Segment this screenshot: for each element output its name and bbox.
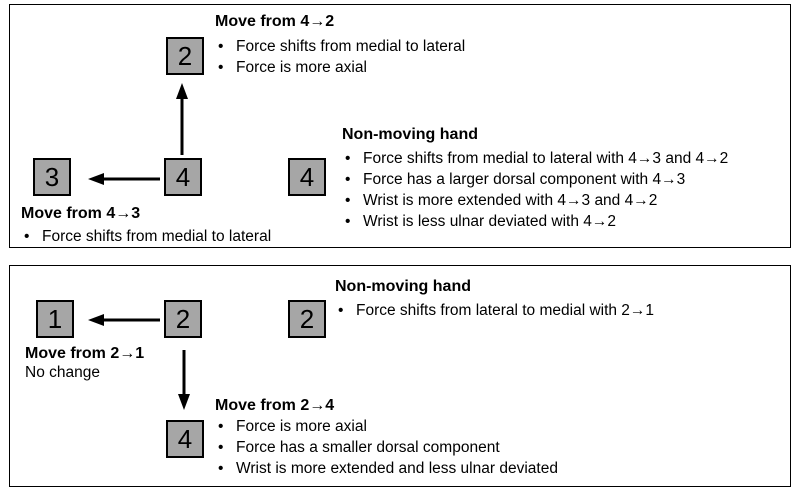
bottom-panel: 1 2 4 2 Non-moving hand Force shifts fro… xyxy=(9,265,791,487)
key-reference-4: 4 xyxy=(288,158,326,196)
list-item: Force shifts from medial to lateral xyxy=(21,226,271,247)
list-item: Wrist is less ulnar deviated with 4→2 xyxy=(342,211,728,232)
key-top-2: 2 xyxy=(166,37,204,75)
move-4-3-list: Force shifts from medial to lateral xyxy=(21,226,271,247)
non-moving-hand-heading: Non-moving hand xyxy=(335,278,471,295)
key-center-2: 2 xyxy=(164,300,202,338)
non-moving-hand-heading: Non-moving hand xyxy=(342,126,478,143)
move-2-1-note: No change xyxy=(25,364,100,381)
arrow-down xyxy=(178,350,190,410)
list-item: Force is more axial xyxy=(215,416,558,437)
key-left-3: 3 xyxy=(33,158,71,196)
non-moving-hand-list: Force shifts from lateral to medial with… xyxy=(335,300,654,321)
move-2-1-heading: Move from 2→1 xyxy=(25,345,145,362)
move-4-3-heading: Move from 4→3 xyxy=(21,205,141,222)
list-item: Force shifts from lateral to medial with… xyxy=(335,300,654,321)
non-moving-hand-list: Force shifts from medial to lateral with… xyxy=(342,148,728,232)
list-item: Wrist is more extended and less ulnar de… xyxy=(215,458,558,479)
key-bottom-4: 4 xyxy=(166,420,204,458)
list-item: Force has a smaller dorsal component xyxy=(215,437,558,458)
list-item: Force is more axial xyxy=(215,57,465,78)
move-2-4-list: Force is more axial Force has a smaller … xyxy=(215,416,558,479)
arrow-left xyxy=(88,314,160,326)
arrow-up xyxy=(176,83,188,155)
key-reference-2: 2 xyxy=(288,300,326,338)
move-4-2-list: Force shifts from medial to lateral Forc… xyxy=(215,36,465,78)
list-item: Wrist is more extended with 4→3 and 4→2 xyxy=(342,190,728,211)
move-2-4-heading: Move from 2→4 xyxy=(215,397,335,414)
top-panel: 2 4 3 4 Move from 4→2 Force shifts from … xyxy=(9,4,791,248)
list-item: Force shifts from medial to lateral with… xyxy=(342,148,728,169)
list-item: Force shifts from medial to lateral xyxy=(215,36,465,57)
key-center-4: 4 xyxy=(164,158,202,196)
move-4-2-heading: Move from 4→2 xyxy=(215,13,335,30)
key-left-1: 1 xyxy=(36,300,74,338)
arrow-left xyxy=(88,173,160,185)
list-item: Force has a larger dorsal component with… xyxy=(342,169,728,190)
